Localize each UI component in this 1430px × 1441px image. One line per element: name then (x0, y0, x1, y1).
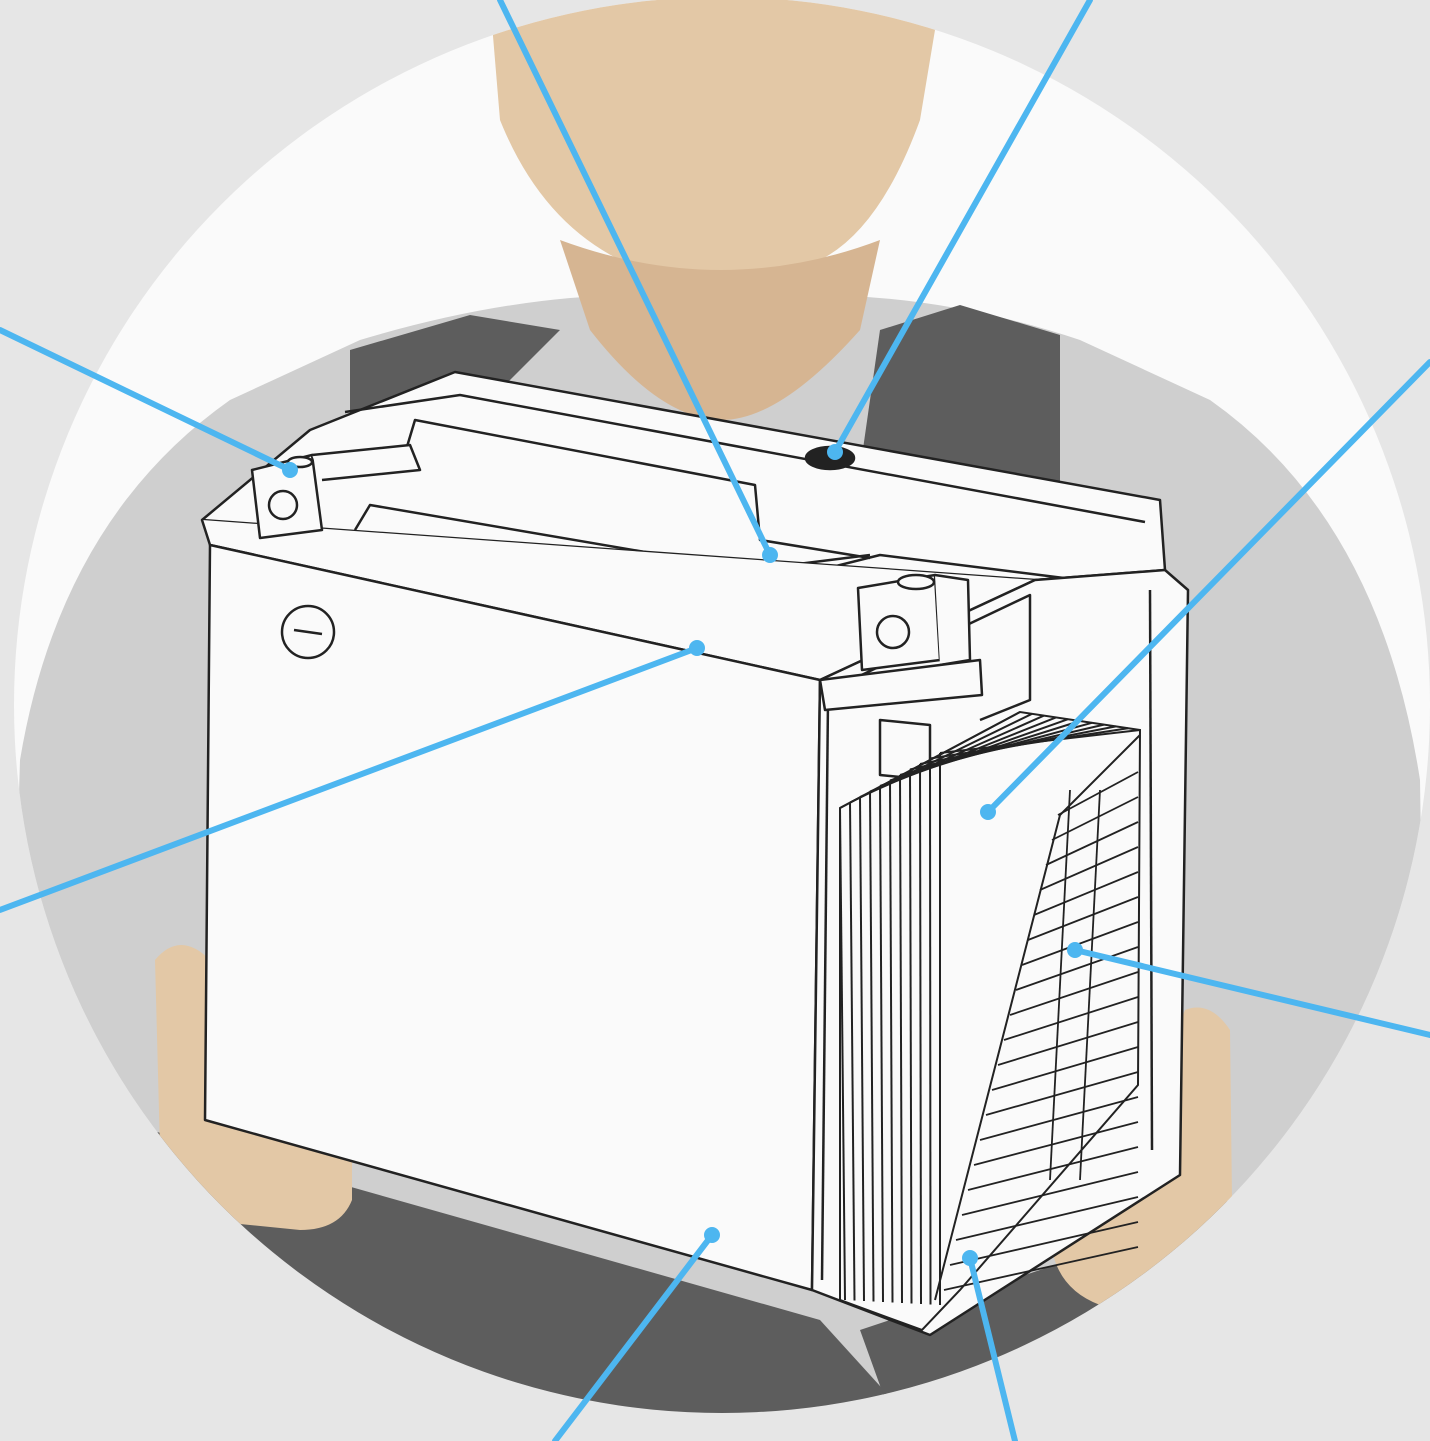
callout-dot (983, 807, 993, 817)
negative-terminal-hole (269, 491, 297, 519)
callout-dot (285, 465, 295, 475)
positive-terminal-side (935, 575, 970, 665)
callout-dot (830, 447, 840, 457)
callout-dot (965, 1253, 975, 1263)
callout-dot (765, 550, 775, 560)
callout-dot (1070, 945, 1080, 955)
plate-line (930, 759, 931, 1305)
callout-dot (692, 643, 702, 653)
positive-terminal-bolt (898, 575, 934, 589)
callout-dot (707, 1230, 717, 1240)
positive-terminal-hole (877, 616, 909, 648)
plate-line (920, 764, 921, 1304)
